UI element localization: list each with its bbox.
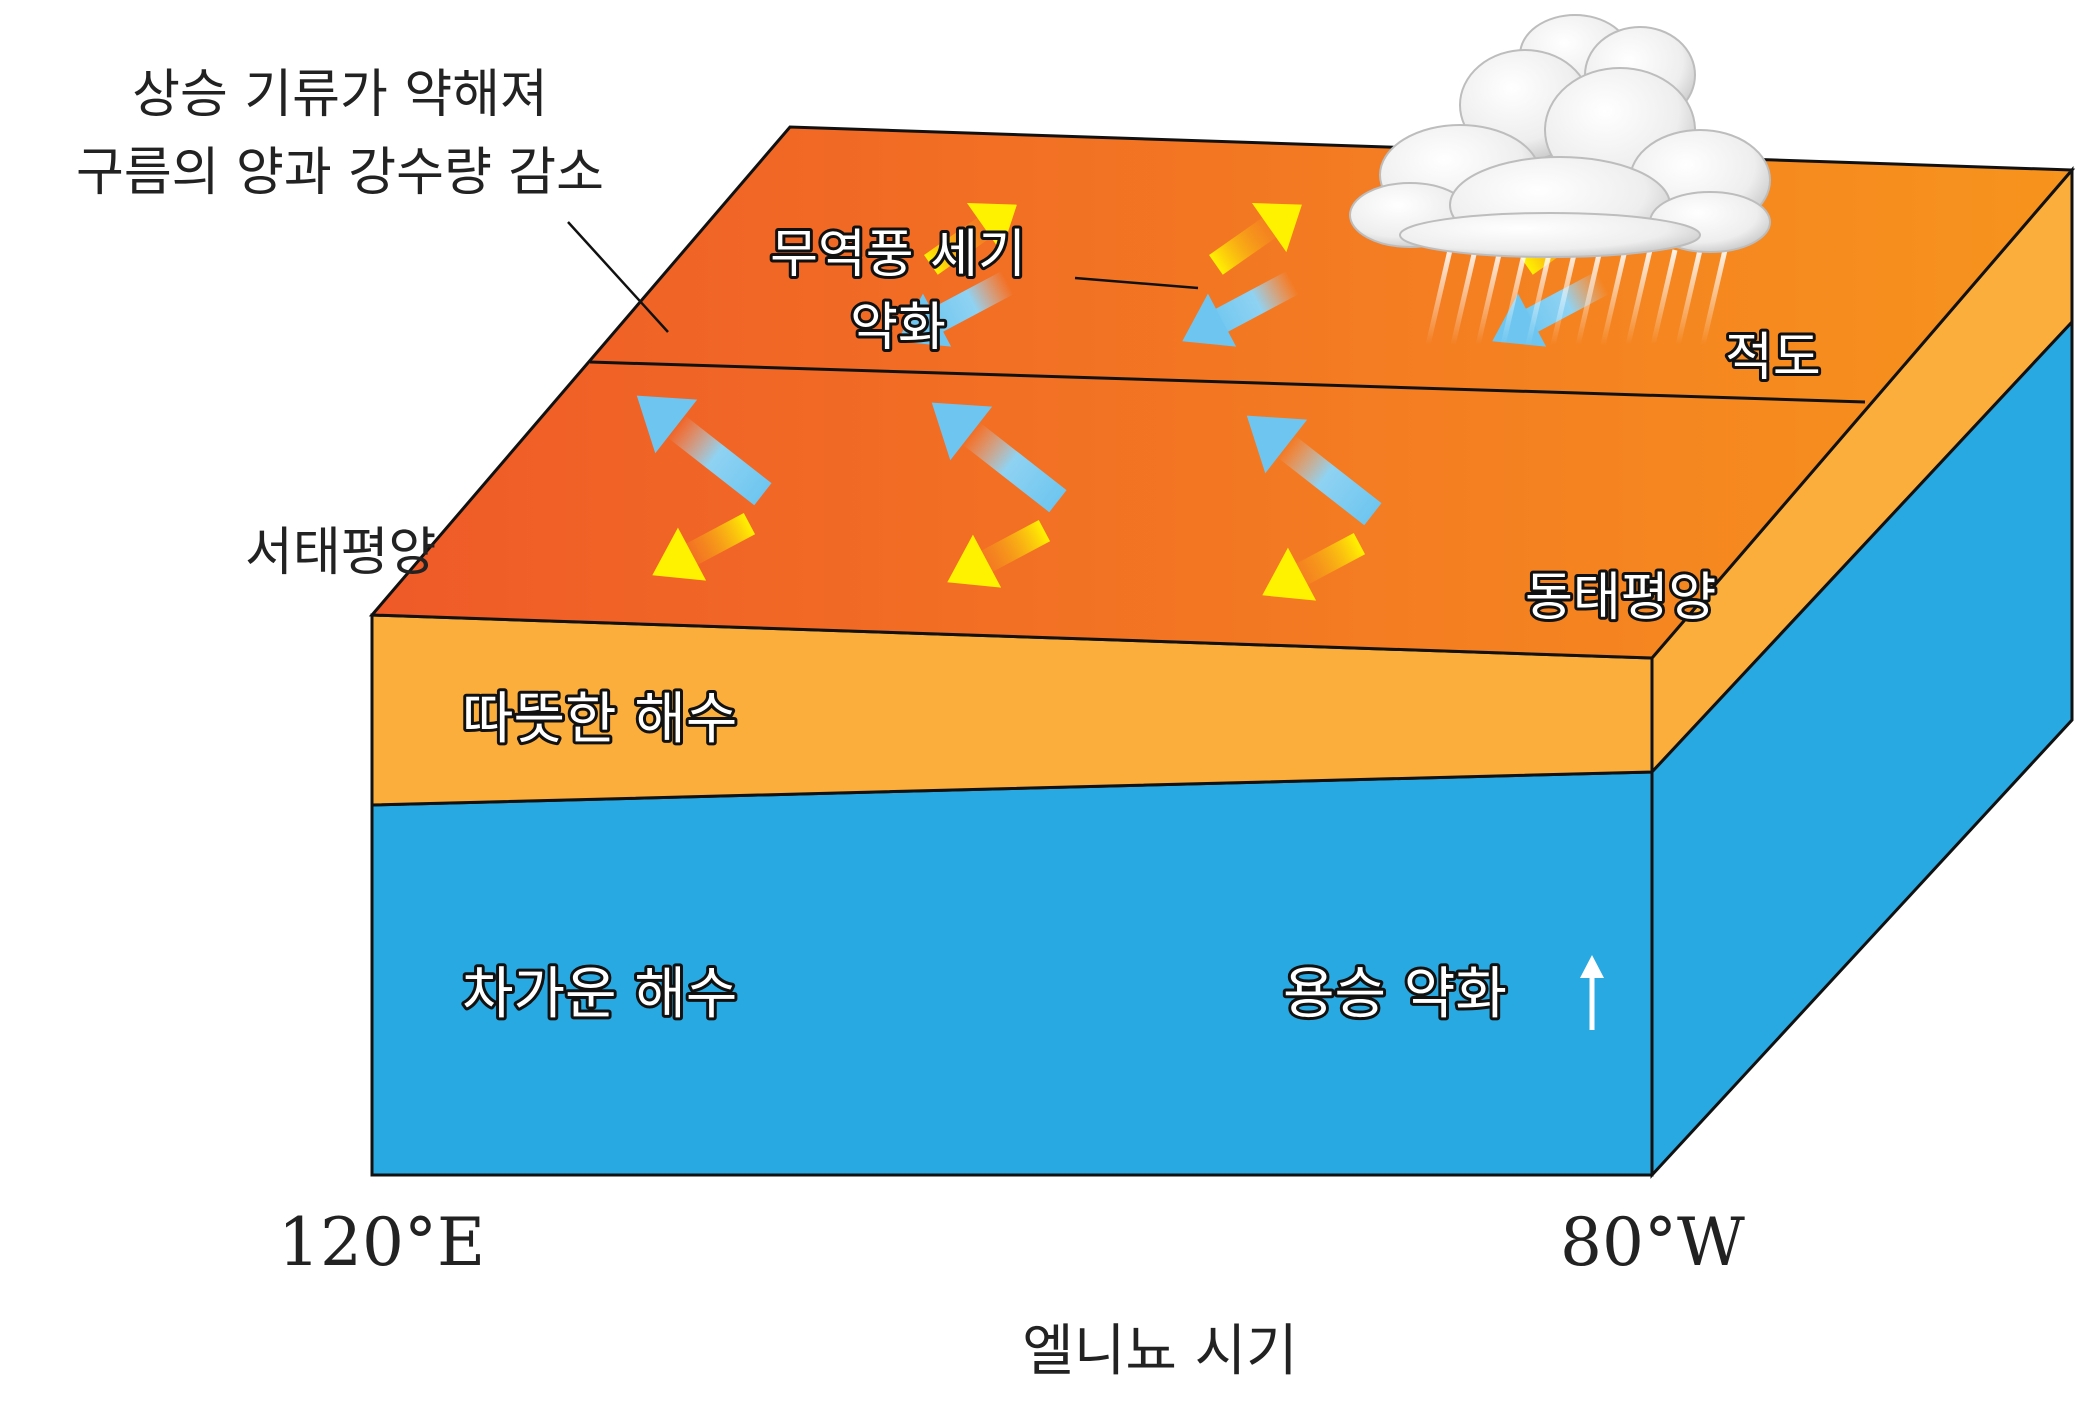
wind-arrow-pair [636, 395, 772, 581]
diagram-caption: 엘니뇨 시기 [1022, 1319, 1297, 1384]
longitude-west-label: 120°E [278, 1204, 485, 1281]
trade-wind-label-line1: 무역풍 세기 [770, 225, 1026, 285]
trade-wind-leader-line [1074, 276, 1199, 290]
upwelling-arrow-icon [1580, 955, 1604, 1030]
upwelling-label: 용승 약화 [1283, 962, 1507, 1027]
west-pacific-label: 서태평양 [245, 523, 436, 583]
cloud-icon [1349, 14, 1771, 258]
equator-label: 적도 [1725, 328, 1821, 388]
equator-line [589, 360, 1866, 404]
trade-wind-label-line2: 약화 [850, 298, 946, 358]
wind-arrow-pair [1246, 415, 1382, 601]
wind-arrow-pair [931, 402, 1067, 588]
updraft-label-line2: 구름의 양과 강수량 감소 [76, 143, 604, 203]
wind-arrow-pair [897, 203, 1017, 347]
east-pacific-label: 동태평양 [1525, 568, 1716, 628]
cold-water-label: 차가운 해수 [462, 962, 737, 1027]
wind-arrow-pair [1182, 203, 1302, 347]
updraft-label-line1: 상승 기류가 약해져 [132, 65, 548, 125]
rain-streaks [1425, 249, 1728, 346]
updraft-leader-line [567, 221, 669, 333]
warm-water-label: 따뜻한 해수 [462, 687, 737, 752]
longitude-east-label: 80°W [1560, 1204, 1745, 1281]
